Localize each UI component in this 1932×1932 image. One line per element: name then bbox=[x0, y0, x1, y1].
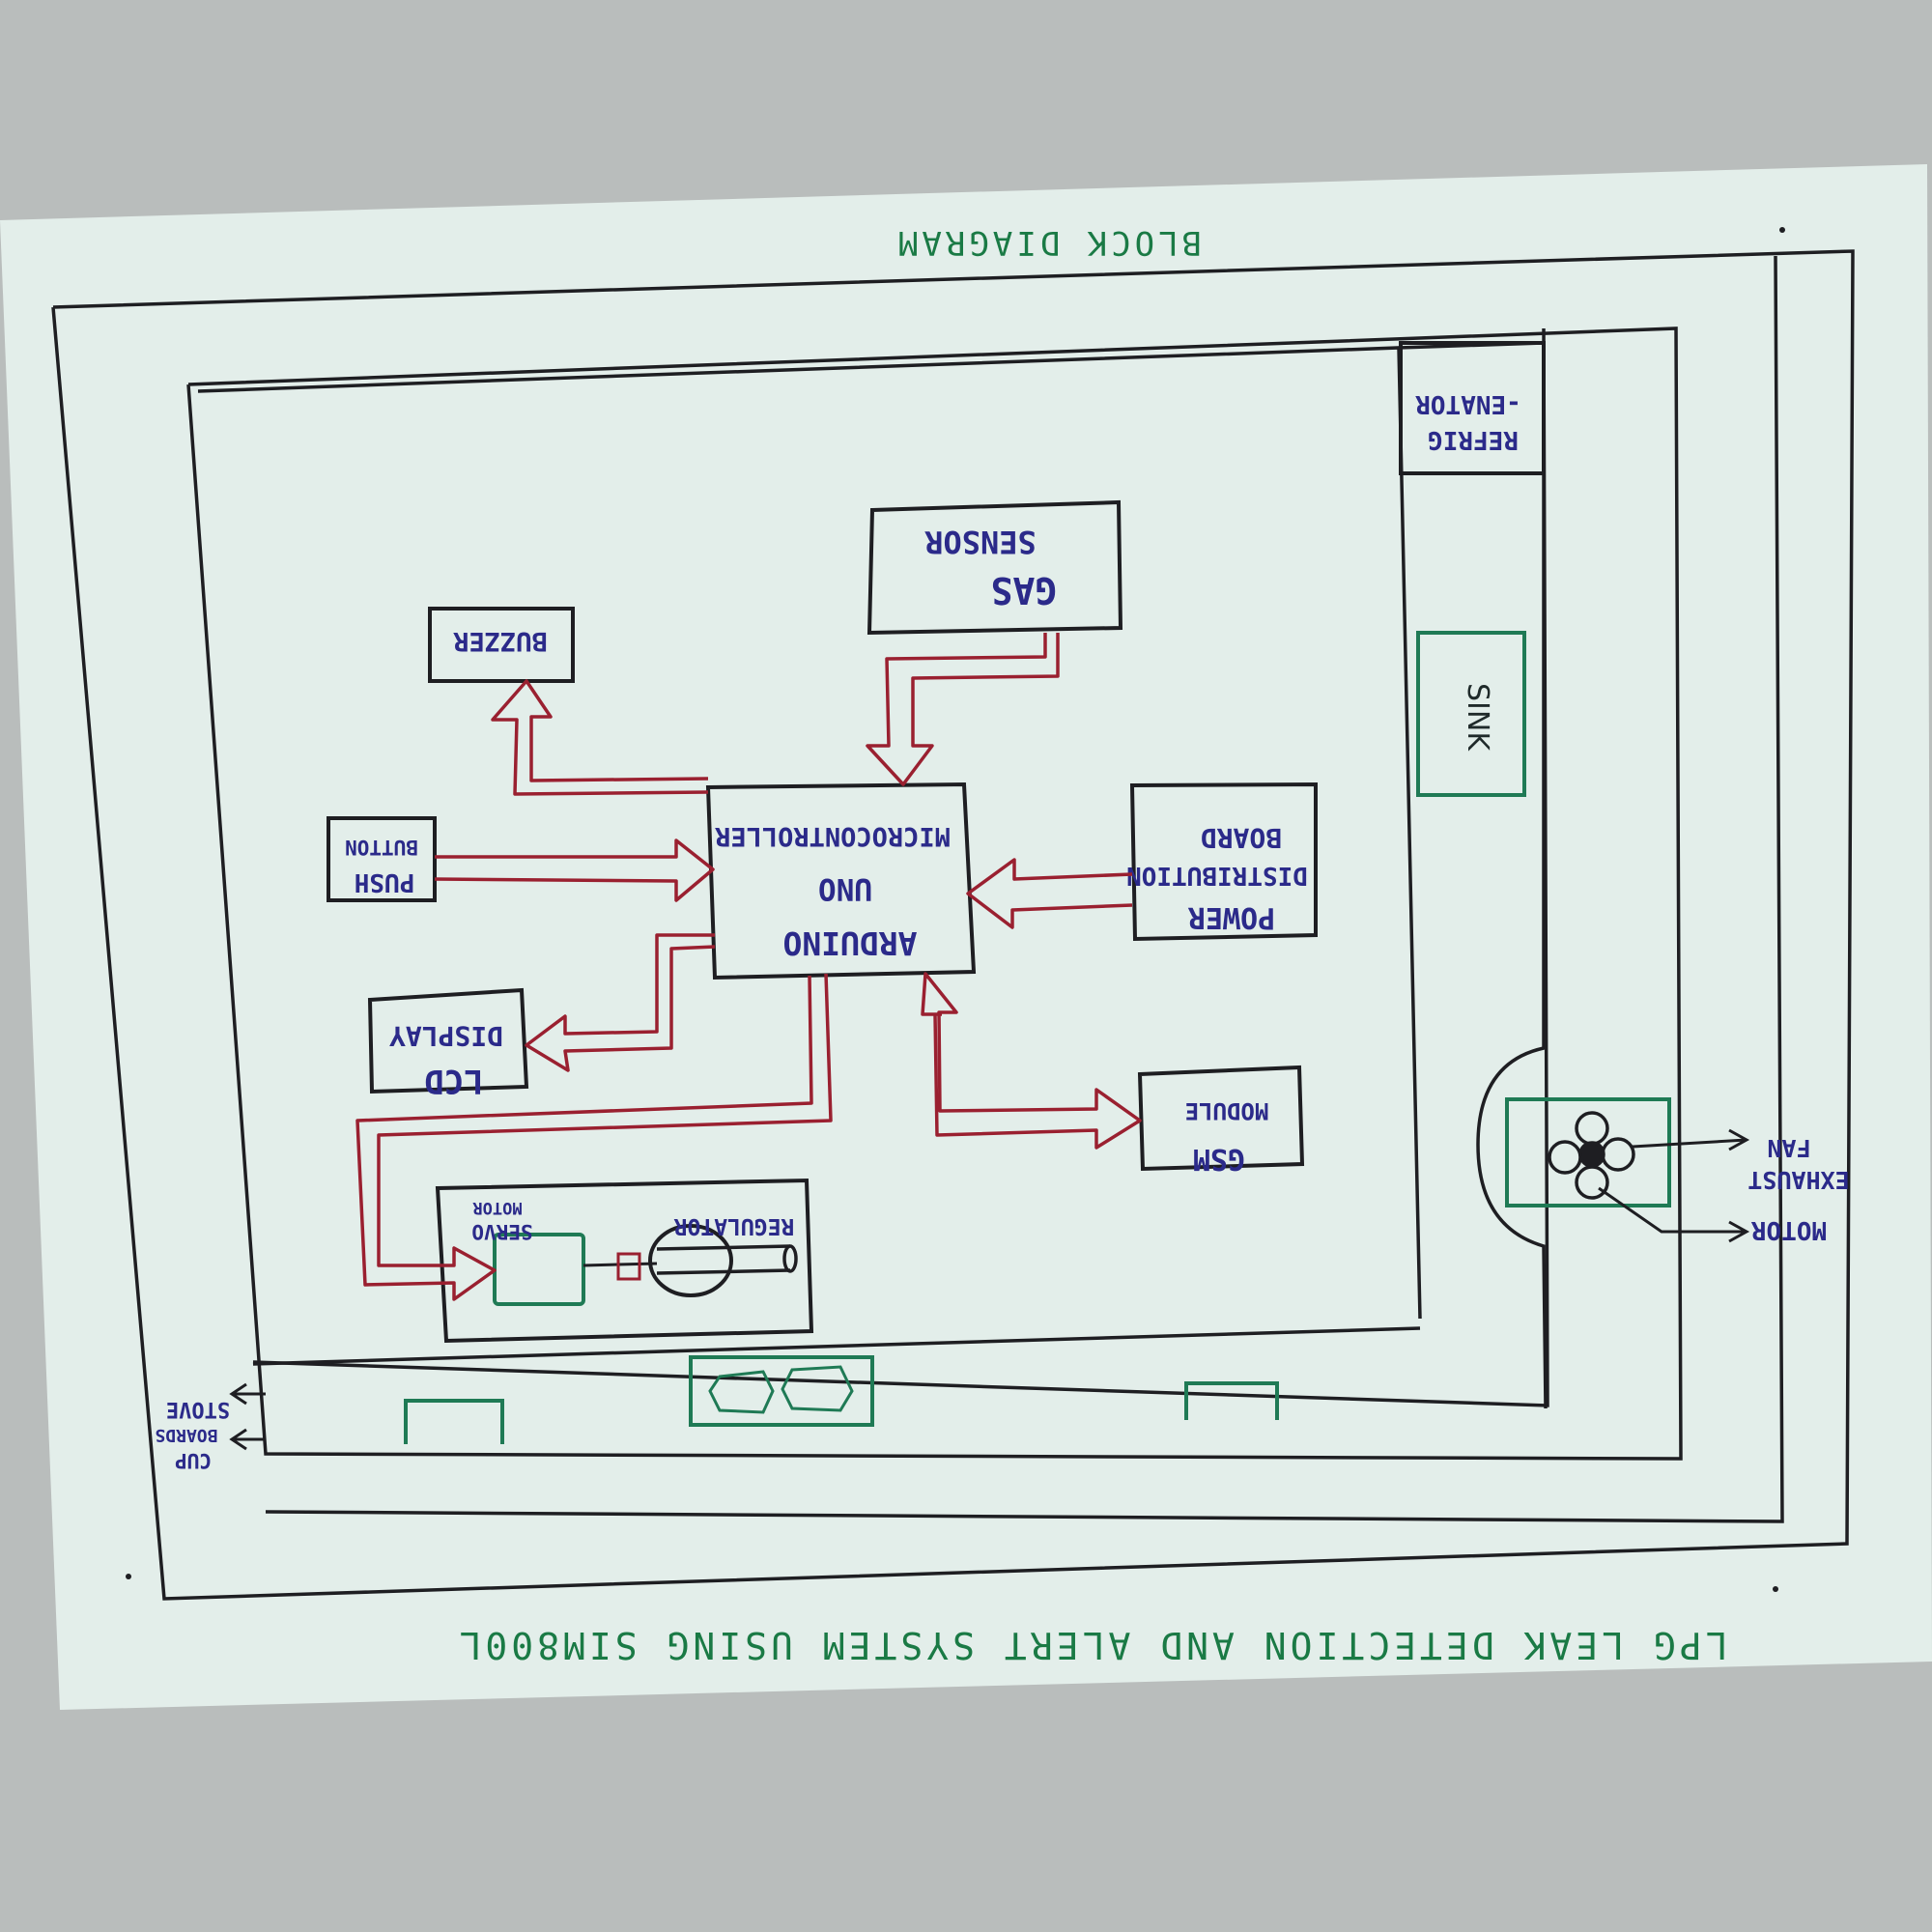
svg-text:REFRIG: REFRIG bbox=[1428, 425, 1519, 454]
stove-burners bbox=[708, 1365, 854, 1414]
sink-block bbox=[1416, 631, 1526, 797]
refrigerator-label: REFRIG -ENATOR bbox=[1415, 389, 1521, 454]
buzzer-block bbox=[428, 607, 575, 683]
paper-mark bbox=[1773, 1586, 1778, 1592]
arduino-uno-label: ARDUINO UNO MICROCONTROLLER bbox=[714, 821, 951, 962]
motor-pointer-head bbox=[1728, 1220, 1750, 1243]
power-distribution-board-label: POWER DISTRIBUTION BOARD bbox=[1126, 822, 1308, 934]
arrow-arduino-to-servo bbox=[355, 973, 833, 1301]
svg-text:BOARD: BOARD bbox=[1201, 822, 1282, 854]
paper-sheet bbox=[0, 164, 1932, 1710]
exhaust-fan-block bbox=[1505, 1097, 1671, 1208]
svg-text:SERVO: SERVO bbox=[471, 1220, 532, 1243]
lcd-display-block bbox=[367, 987, 529, 1094]
svg-text:PUSH: PUSH bbox=[355, 867, 415, 896]
svg-text:MODULE: MODULE bbox=[1185, 1097, 1269, 1124]
servo-coupling bbox=[616, 1252, 641, 1281]
diagram-title: BLOCK DIAGRAM bbox=[895, 223, 1202, 262]
regulator-knob bbox=[648, 1224, 733, 1297]
exhaust-fan-label: EXHAUST FAN bbox=[1747, 1134, 1849, 1194]
push-button-label: PUSH BUTTON bbox=[345, 836, 418, 896]
servo-regulator-enclosure bbox=[435, 1178, 814, 1344]
svg-text:MOTOR: MOTOR bbox=[472, 1198, 523, 1217]
svg-text:UNO: UNO bbox=[818, 871, 872, 906]
stove-block bbox=[689, 1355, 874, 1427]
gas-sensor-label: GAS SENSOR bbox=[923, 524, 1057, 611]
outer-wall bbox=[51, 249, 1855, 1601]
fan-pointer-head bbox=[1728, 1128, 1750, 1151]
fan-pointer bbox=[1632, 1138, 1747, 1149]
svg-text:BOARDS: BOARDS bbox=[155, 1425, 217, 1445]
svg-text:EXHAUST: EXHAUST bbox=[1747, 1166, 1849, 1194]
arrow-power-board-to-arduino bbox=[966, 858, 1133, 929]
paper-mark bbox=[1779, 227, 1785, 233]
arrow-arduino-to-lcd bbox=[525, 933, 716, 1072]
svg-text:DISPLAY: DISPLAY bbox=[389, 1020, 503, 1052]
paper-mark bbox=[126, 1574, 131, 1579]
counter-front-edge bbox=[252, 1326, 1421, 1366]
svg-text:DISTRIBUTION: DISTRIBUTION bbox=[1126, 861, 1308, 890]
gsm-module-block bbox=[1137, 1065, 1305, 1172]
fan-icon bbox=[1548, 1111, 1635, 1200]
counter-right-wall-with-alcove bbox=[1398, 341, 1548, 1409]
cupboards-label: CUP BOARDS bbox=[155, 1425, 217, 1472]
stove-label: STOVE bbox=[166, 1397, 230, 1421]
svg-text:FAN: FAN bbox=[1767, 1134, 1810, 1162]
svg-text:CUP: CUP bbox=[175, 1449, 212, 1472]
regulator-pipe-end bbox=[782, 1244, 798, 1273]
stove-pointer-head bbox=[229, 1382, 247, 1406]
arduino-uno-block bbox=[705, 781, 977, 980]
svg-text:MICROCONTROLLER: MICROCONTROLLER bbox=[714, 821, 951, 851]
arrow-arduino-gsm-bidirectional bbox=[921, 972, 1142, 1150]
refrigerator-block bbox=[1399, 341, 1546, 475]
diagram-caption: LPG LEAK DETECTION AND ALERT SYSTEM USIN… bbox=[455, 1624, 1727, 1666]
sink-label: SINK bbox=[1461, 683, 1494, 752]
arrow-gas-sensor-to-arduino bbox=[866, 633, 1060, 786]
svg-text:GSM: GSM bbox=[1193, 1142, 1245, 1176]
motor-pointer bbox=[1598, 1186, 1747, 1234]
svg-text:GAS: GAS bbox=[991, 569, 1058, 611]
buzzer-label: BUZZER bbox=[452, 626, 547, 656]
arrow-push-button-to-arduino bbox=[434, 838, 715, 902]
arrow-arduino-to-buzzer bbox=[491, 679, 709, 796]
cupboard-right bbox=[1184, 1381, 1279, 1420]
gsm-module-label: GSM MODULE bbox=[1185, 1097, 1269, 1176]
gas-sensor-block bbox=[867, 499, 1123, 636]
regulator-label: REGULATOR bbox=[674, 1213, 795, 1238]
motor-label: MOTOR bbox=[1751, 1215, 1828, 1244]
cupboard-left bbox=[404, 1399, 504, 1444]
cupboard-pointer-head bbox=[229, 1428, 247, 1451]
svg-text:SENSOR: SENSOR bbox=[923, 524, 1036, 560]
push-button-block bbox=[327, 816, 437, 902]
outer-wall-inner-line bbox=[265, 255, 1784, 1523]
svg-text:BUTTON: BUTTON bbox=[345, 836, 418, 859]
svg-text:LCD: LCD bbox=[424, 1062, 483, 1100]
servo-shaft bbox=[582, 1262, 658, 1267]
svg-text:POWER: POWER bbox=[1187, 900, 1275, 934]
svg-text:ARDUINO: ARDUINO bbox=[782, 924, 917, 962]
servo-motor-label: SERVO MOTOR bbox=[471, 1198, 532, 1243]
lcd-display-label: LCD DISPLAY bbox=[389, 1020, 503, 1100]
kitchen-wall bbox=[186, 327, 1683, 1461]
regulator-pipe bbox=[656, 1244, 791, 1275]
power-distribution-board-block bbox=[1129, 781, 1318, 942]
svg-text:-ENATOR: -ENATOR bbox=[1415, 389, 1521, 418]
